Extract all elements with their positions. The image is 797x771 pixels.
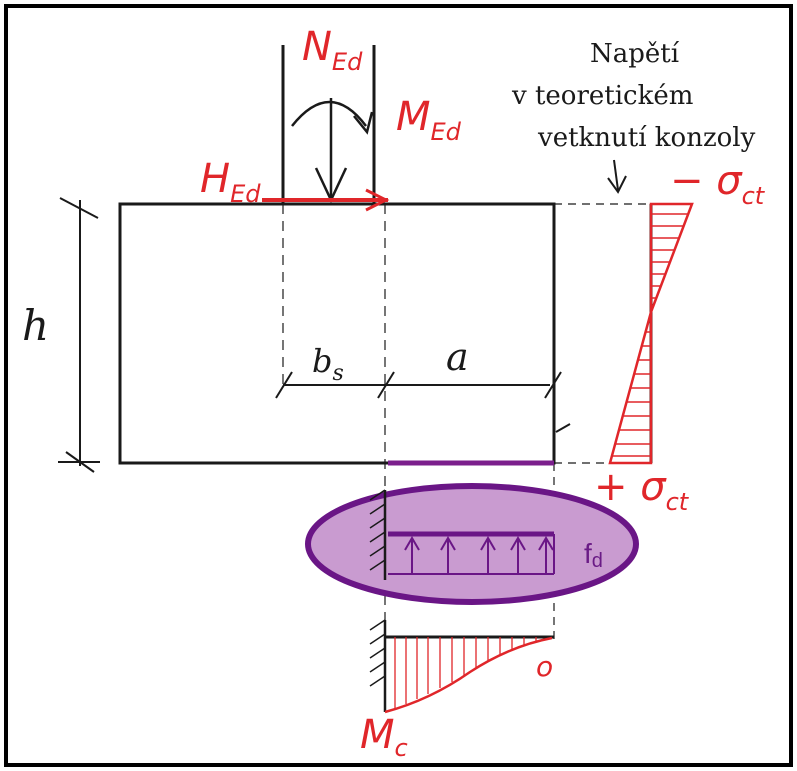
n-ed-label: NEd xyxy=(302,24,363,76)
m-ed-moment-arrow xyxy=(291,100,367,127)
note-pointer-arrow xyxy=(613,159,619,191)
sigma-top-label: − σct xyxy=(670,158,766,210)
stress-tension-triangle xyxy=(649,202,694,313)
svg-text:vetknutí konzoly: vetknutí konzoly xyxy=(537,123,756,153)
h-ed-label: HEd xyxy=(200,156,261,208)
sigma-bottom-label: + σct xyxy=(594,464,690,516)
moment-diagram xyxy=(369,619,554,714)
fd-label: fd xyxy=(584,538,603,572)
stress-hatching xyxy=(612,213,688,457)
svg-text:Napětí: Napětí xyxy=(590,39,680,69)
mc-label: Mc xyxy=(360,712,408,762)
fd-load-diagram xyxy=(369,489,555,580)
foundation-block xyxy=(118,202,556,465)
stress-note: Napětí v teoretickém vetknutí konzoly xyxy=(511,39,756,153)
moment-zero-label: o xyxy=(536,650,553,683)
bs-label: bs xyxy=(312,342,344,386)
svg-text:v teoretickém: v teoretickém xyxy=(511,81,693,111)
outer-frame xyxy=(4,4,793,767)
height-label: h xyxy=(22,301,49,350)
a-label: a xyxy=(446,335,469,379)
m-ed-label: MEd xyxy=(396,94,462,146)
